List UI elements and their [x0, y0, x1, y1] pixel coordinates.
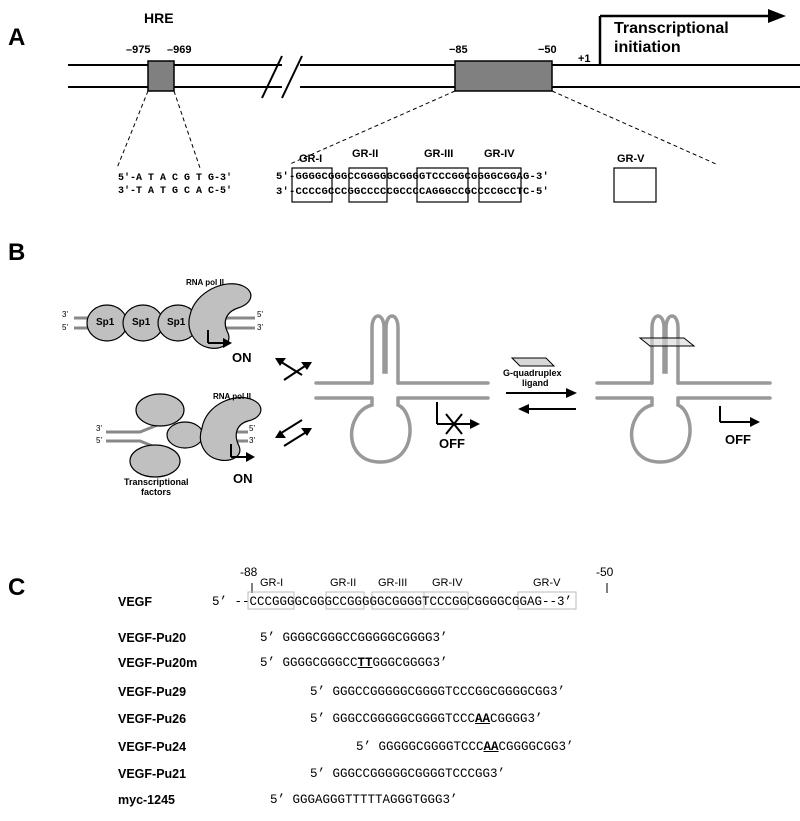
rna-pol-ii-top — [188, 283, 252, 349]
rna-pol-ii-label-top: RNA pol II — [186, 278, 224, 287]
vegf-gr-boxes — [247, 591, 577, 610]
on-label-top: ON — [232, 350, 252, 365]
tf-protein-1 — [135, 393, 185, 427]
sequence-myc-1245: 5’ GGGAGGGTTTTTAGGGTGGG3’ — [270, 793, 458, 807]
g-quadruplex-structure — [314, 314, 490, 464]
strand-break-marks — [261, 55, 303, 99]
vegf-promoter-seq-top: 5'-GGGGCGGGCCGGGGGCGGGGTCCCGGCGGGGCGGAG-… — [276, 171, 550, 183]
sequence-name-vegf-pu21: VEGF-Pu21 — [118, 767, 187, 781]
g-run-boxes — [291, 167, 657, 203]
sequence-name-vegf-pu20: VEGF-Pu20 — [118, 631, 187, 645]
vegf-position-ticks — [251, 583, 608, 593]
blocked-arrow-mid — [436, 402, 480, 435]
sp1-end-5-right: 5' — [257, 310, 263, 319]
rna-pol-ii-label-bottom: RNA pol II — [213, 392, 251, 401]
sp1-label-3: Sp1 — [167, 317, 186, 328]
sequence-name-vegf-pu24: VEGF-Pu24 — [118, 740, 187, 754]
position-plus1: +1 — [578, 53, 591, 65]
tf-end-3-right: 3' — [249, 436, 255, 445]
sp1-label-2: Sp1 — [132, 317, 151, 328]
promoter-dna-strands — [68, 64, 800, 88]
panel-a-letter: A — [8, 24, 26, 51]
sequence-vegf-pu24: 5’ GGGGGCGGGGTCCCAACGGGGCGG3’ — [356, 740, 574, 754]
sp1-label-1: Sp1 — [96, 317, 115, 328]
gr-label-4: GR-IV — [484, 148, 515, 160]
tf-end-3-left: 3' — [96, 424, 102, 433]
on-arrow-bottom — [230, 444, 255, 462]
vegf-gr-label-1: GR-I — [260, 577, 284, 589]
off-label-mid: OFF — [439, 436, 465, 451]
equilibrium-arrows-upper — [275, 358, 312, 381]
gr-label-5: GR-V — [617, 153, 645, 165]
sequence-name-myc-1245: myc-1245 — [118, 793, 175, 807]
vegf-gr-label-5: GR-V — [533, 577, 561, 589]
sequence-name-vegf-pu26: VEGF-Pu26 — [118, 712, 187, 726]
sequence-vegf-pu21: 5’ GGGCCGGGGGCGGGGTCCCGG3’ — [310, 767, 506, 781]
ligand-icon-left — [510, 357, 556, 367]
gr-label-1: GR-I — [299, 153, 323, 165]
ligand-label-2: ligand — [522, 378, 549, 388]
sequence-vegf-pu29: 5’ GGGCCGGGGGCGGGGTCCCGGCGGGGCGG3’ — [310, 685, 566, 699]
panel-c-letter: C — [8, 574, 26, 601]
vegf-gr-label-2: GR-II — [330, 577, 357, 589]
transcription-start-arrow — [598, 9, 786, 65]
position-975: –975 — [126, 44, 151, 56]
ligand-binding-arrows — [506, 388, 577, 414]
on-arrow-top — [207, 330, 232, 348]
sequence-vegf-pu26: 5’ GGGCCGGGGGCGGGGTCCCAACGGGG3’ — [310, 712, 543, 726]
vegf-position-50: -50 — [596, 565, 614, 579]
sequence-vegf-pu20m: 5’ GGGGCGGGCCTTGGGCGGGG3’ — [260, 656, 448, 670]
sequence-vegf-pu20: 5’ GGGGCGGGCCGGGGGCGGGG3’ — [260, 631, 448, 645]
vegf-gr-label-3: GR-III — [378, 577, 408, 589]
transcriptional-factors-label-2: factors — [141, 487, 172, 497]
rna-pol-ii-bottom — [199, 396, 262, 461]
gr-label-3: GR-III — [424, 148, 454, 160]
position-969: –969 — [167, 44, 192, 56]
hre-seq-bottom: 3'-T A T G C A C-5' — [118, 186, 233, 197]
hre-zoom-lines — [116, 90, 201, 169]
vegf-position-88: -88 — [240, 565, 258, 579]
sequence-name-vegf-pu20m: VEGF-Pu20m — [118, 656, 198, 670]
hre-seq-top: 5'-A T A C G T G-3' — [118, 173, 233, 184]
off-arrow-right — [719, 406, 760, 427]
gc-zoom-lines — [289, 90, 717, 165]
off-label-right: OFF — [725, 432, 751, 447]
sequence-name-vegf: VEGF — [118, 595, 153, 609]
ligand-label-1: G-quadruplex — [503, 368, 562, 378]
hre-box — [147, 60, 175, 92]
equilibrium-arrows-lower — [275, 419, 312, 447]
tf-end-5-left: 5' — [96, 436, 102, 445]
position-50: −50 — [538, 44, 557, 56]
tf-protein-2 — [166, 421, 204, 449]
transcriptional-initiation-label-1: Transcriptional — [614, 20, 729, 37]
hre-label: HRE — [144, 10, 174, 26]
position-85: −85 — [449, 44, 468, 56]
sequence-name-vegf-pu29: VEGF-Pu29 — [118, 685, 187, 699]
ligand-bound-structure — [595, 314, 772, 464]
on-label-bottom: ON — [233, 471, 253, 486]
sp1-end-3-left: 3' — [62, 310, 68, 319]
transcriptional-factors-label-1: Transcriptional — [124, 477, 189, 487]
vegf-promoter-seq-bottom: 3'-CCCCGCCCGGCCCCCGCCCCAGGGCCGCCCCGCCTC-… — [276, 186, 550, 198]
transcriptional-initiation-label-2: initiation — [614, 39, 681, 56]
ligand-icon-bound — [638, 337, 696, 347]
sp1-end-5-left: 5' — [62, 323, 68, 332]
gr-label-2: GR-II — [352, 148, 379, 160]
vegf-gr-label-4: GR-IV — [432, 577, 463, 589]
sp1-end-3-right: 3' — [257, 323, 263, 332]
tf-end-5-right: 5' — [249, 424, 255, 433]
tf-protein-3 — [129, 444, 181, 478]
sequence-vegf: 5’ --CCCGGGGCGGGCCGGGGGCGGGGTCCCGGCGGGGC… — [212, 595, 573, 609]
gc-rich-region-box — [454, 60, 553, 92]
panel-b-letter: B — [8, 239, 26, 266]
